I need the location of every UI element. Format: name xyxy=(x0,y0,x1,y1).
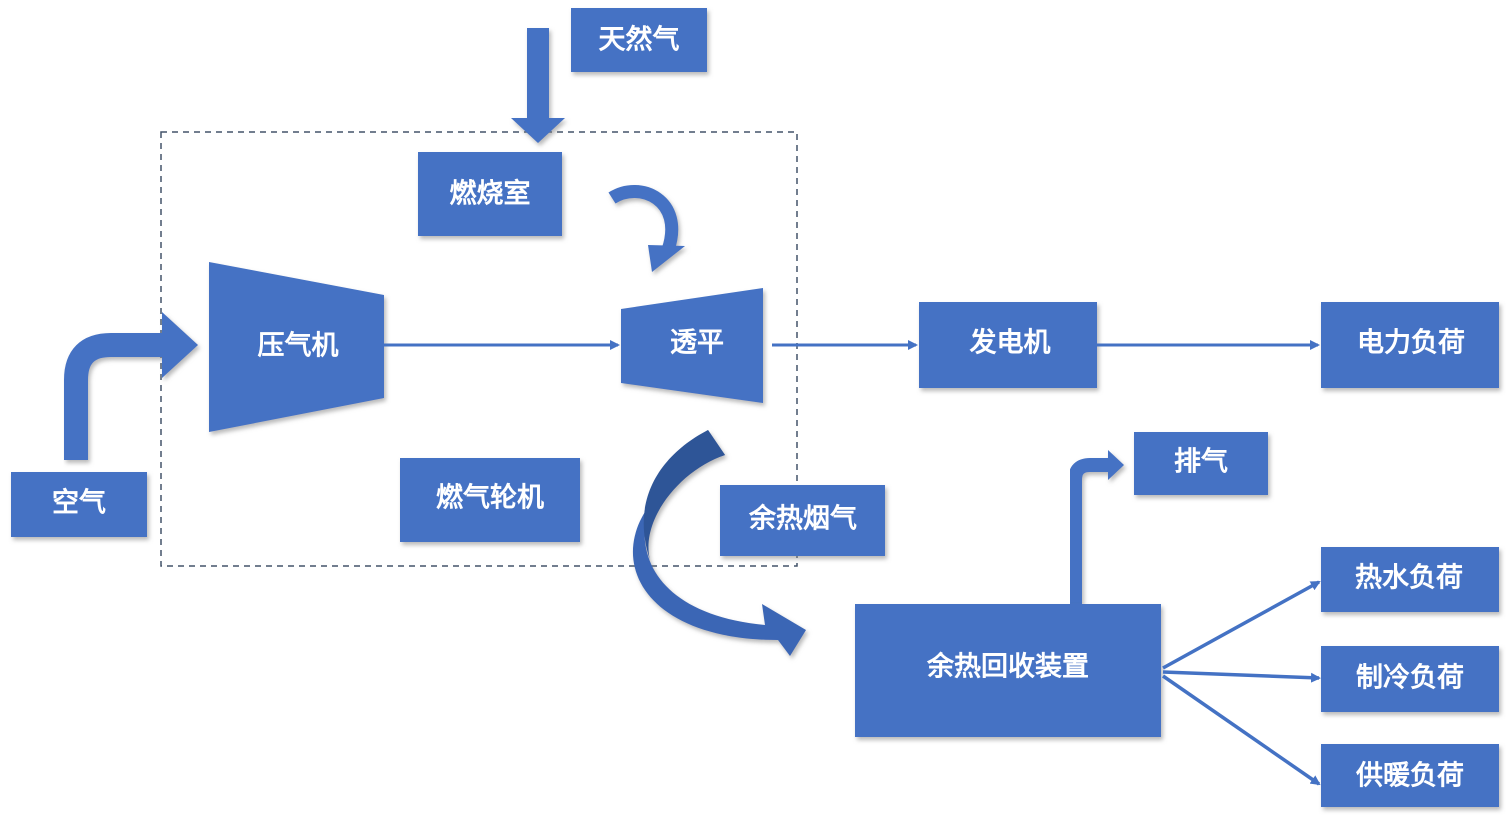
heating-load-box: 供暖负荷 xyxy=(1321,744,1499,807)
generator-box: 发电机 xyxy=(919,302,1097,388)
natural-gas-down-arrow xyxy=(511,28,565,143)
waste-heat-flue-gas-box: 余热烟气 xyxy=(720,485,885,556)
hot-water-load-box: 热水负荷 xyxy=(1321,547,1499,612)
turbine-label: 透平 xyxy=(670,328,724,359)
power-load-label: 电力负荷 xyxy=(1357,328,1465,359)
air-label: 空气 xyxy=(52,487,106,519)
heating-load-label: 供暖负荷 xyxy=(1355,761,1464,792)
hot-water-load-label: 热水负荷 xyxy=(1355,563,1463,594)
waste-heat-flue-gas-label: 余热烟气 xyxy=(748,503,857,535)
heat-recovery-label: 余热回收装置 xyxy=(926,651,1089,683)
natural-gas-label: 天然气 xyxy=(599,24,680,56)
combustor-label: 燃烧室 xyxy=(450,178,531,210)
gas-turbine-box: 燃气轮机 xyxy=(400,458,580,542)
combustor-to-turbine-curved-arrow xyxy=(608,185,685,272)
cooling-load-box: 制冷负荷 xyxy=(1321,646,1499,712)
heat-recovery-to-hot-water-arrow xyxy=(1162,580,1321,670)
natural-gas-box: 天然气 xyxy=(571,8,707,72)
compressor-label: 压气机 xyxy=(258,331,339,362)
exhaust-label: 排气 xyxy=(1174,447,1228,478)
exhaust-box: 排气 xyxy=(1134,432,1268,495)
heat-recovery-to-heating-arrow xyxy=(1162,674,1321,786)
heat-recovery-to-cooling-arrow xyxy=(1162,670,1321,683)
air-bent-arrow xyxy=(64,312,198,460)
flue-gas-curved-arrow xyxy=(632,430,806,656)
heat-recovery-box: 余热回收装置 xyxy=(855,604,1161,737)
gas-turbine-boundary xyxy=(160,131,798,567)
cooling-load-label: 制冷负荷 xyxy=(1356,663,1464,694)
generator-label: 发电机 xyxy=(969,327,1051,359)
gas-turbine-label: 燃气轮机 xyxy=(436,483,544,514)
power-load-box: 电力负荷 xyxy=(1321,302,1499,388)
air-box: 空气 xyxy=(11,472,147,537)
exhaust-bent-arrow xyxy=(1068,450,1124,604)
turbine-shape: 透平 xyxy=(621,288,763,403)
combustor-box: 燃烧室 xyxy=(418,152,562,236)
compressor-shape: 压气机 xyxy=(209,262,384,432)
